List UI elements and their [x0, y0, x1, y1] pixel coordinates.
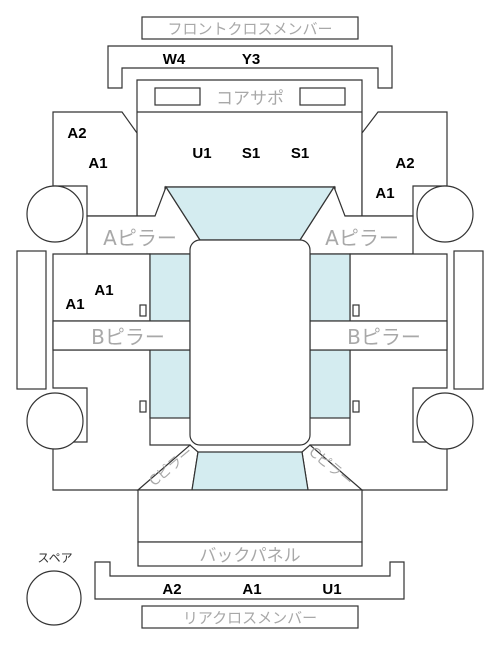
trunk-lid[interactable]	[137, 489, 363, 543]
core-support-slot-left	[154, 87, 201, 106]
left-front-wheel[interactable]	[26, 185, 84, 243]
rear-member-code-u1: U1	[322, 581, 341, 598]
core-support-area[interactable]: コアサポ U1 S1 S1	[136, 79, 363, 217]
left-front-door-handle	[139, 304, 147, 317]
left-rear-wheel[interactable]	[26, 392, 84, 450]
left-a-pillar-label: Aピラー	[103, 226, 177, 250]
left-front-code-a1: A1	[88, 155, 107, 172]
left-rear-window[interactable]	[149, 349, 191, 419]
front-member-code-y3: Y3	[242, 51, 260, 68]
left-mid-code-a1-a: A1	[94, 282, 113, 299]
spare-tire-label: スペア	[37, 551, 72, 565]
rear-member-bracket[interactable]: A2 A1 U1	[94, 561, 405, 600]
rear-window[interactable]	[191, 451, 309, 491]
roof[interactable]	[189, 239, 311, 446]
spare-tire-circle	[26, 570, 82, 626]
right-front-code-a1: A1	[375, 185, 394, 202]
core-code-s1-b: S1	[291, 145, 309, 162]
front-cross-member-label: フロントクロスメンバー	[167, 20, 332, 38]
rear-member-code-a1: A1	[242, 581, 261, 598]
front-member-bracket[interactable]: W4 Y3	[107, 45, 393, 89]
left-side-sill[interactable]	[16, 250, 47, 390]
front-member-code-w4: W4	[163, 51, 186, 68]
back-panel-label: バックパネル	[199, 546, 300, 566]
core-code-u1: U1	[192, 145, 211, 162]
right-rear-door-handle	[352, 400, 360, 413]
core-support-slot-right	[299, 87, 346, 106]
left-front-window[interactable]	[149, 253, 191, 322]
right-side-sill[interactable]	[453, 250, 484, 390]
right-rear-wheel[interactable]	[416, 392, 474, 450]
right-b-pillar[interactable]: Bピラー	[309, 320, 448, 351]
rear-cross-member[interactable]: リアクロスメンバー	[141, 605, 359, 629]
core-support-label: コアサポ	[216, 89, 284, 109]
right-a-pillar-label: Aピラー	[325, 226, 399, 250]
spare-tire[interactable]: スペア	[26, 551, 82, 626]
core-code-s1-a: S1	[242, 145, 260, 162]
rear-member-code-a2: A2	[162, 581, 181, 598]
left-b-pillar[interactable]: Bピラー	[52, 320, 191, 351]
right-b-pillar-label: Bピラー	[347, 325, 421, 349]
right-front-door-handle	[352, 304, 360, 317]
right-a-pillar[interactable]: Aピラー	[299, 185, 414, 255]
front-cross-member[interactable]: フロントクロスメンバー	[141, 16, 359, 40]
right-front-wheel[interactable]	[416, 185, 474, 243]
rear-cross-member-label: リアクロスメンバー	[183, 609, 317, 627]
back-panel[interactable]: バックパネル	[137, 541, 363, 567]
right-rear-window[interactable]	[309, 349, 351, 419]
left-front-code-a2: A2	[67, 125, 86, 142]
left-rear-door-handle	[139, 400, 147, 413]
right-front-code-a2: A2	[395, 155, 414, 172]
left-mid-code-a1-b: A1	[65, 296, 84, 313]
left-b-pillar-label: Bピラー	[91, 325, 165, 349]
right-front-window[interactable]	[309, 253, 351, 322]
